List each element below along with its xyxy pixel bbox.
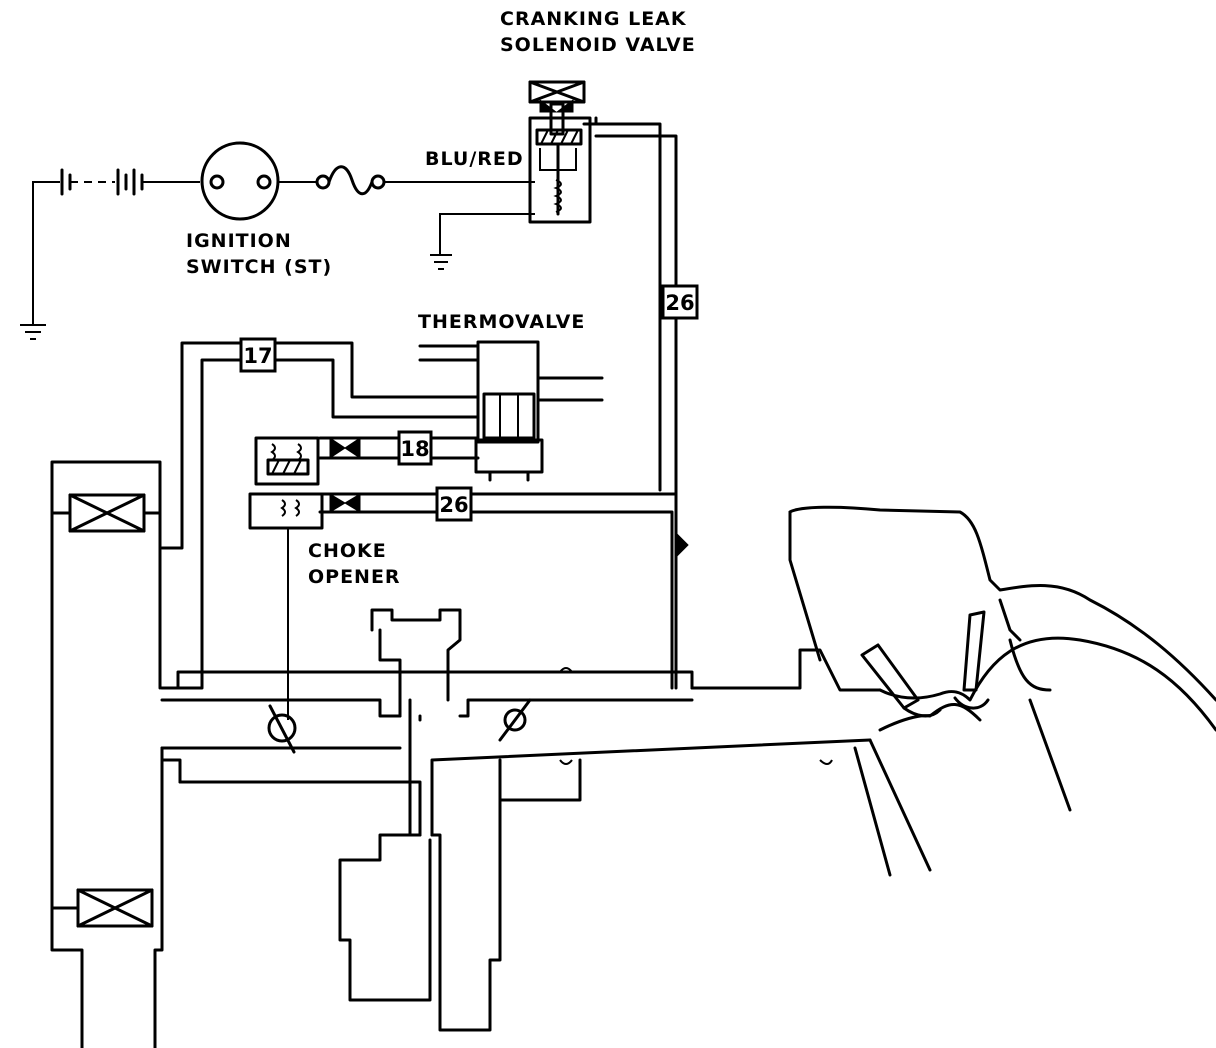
battery-icon — [60, 168, 144, 196]
thermovalve-label: THERMOVALVE — [418, 311, 586, 333]
choke-opener-label-line1: CHOKE — [308, 540, 387, 562]
hose-17: 17 — [160, 337, 480, 690]
ignition-switch-icon — [200, 141, 280, 221]
cranking-leak-label-line2: SOLENOID VALVE — [500, 34, 696, 56]
ignition-switch-label-line1: IGNITION — [186, 230, 292, 252]
hose-26-lower: 26 — [318, 486, 689, 690]
hose-17-number: 17 — [243, 344, 272, 368]
cylinder-head — [788, 505, 1216, 877]
cranking-leak-solenoid-valve — [528, 80, 598, 224]
electrical-circuit — [20, 141, 535, 340]
intake-manifold — [160, 608, 882, 1032]
hose-18: 18 — [318, 430, 480, 466]
fuse-icon — [315, 165, 386, 196]
wire-color-label: BLU/RED — [425, 148, 524, 170]
air-cleaner — [50, 460, 164, 1048]
hose-26-upper-number: 26 — [665, 291, 694, 315]
hose-26-lower-number: 26 — [439, 493, 468, 517]
thermovalve — [418, 340, 604, 482]
hose-26-upper: 26 — [594, 116, 699, 502]
cranking-leak-label-line1: CRANKING LEAK — [500, 8, 687, 30]
choke-opener — [248, 436, 324, 720]
hose-18-number: 18 — [400, 437, 429, 461]
choke-opener-label-line2: OPENER — [308, 566, 401, 588]
ignition-switch-label-line2: SWITCH (ST) — [186, 256, 333, 278]
